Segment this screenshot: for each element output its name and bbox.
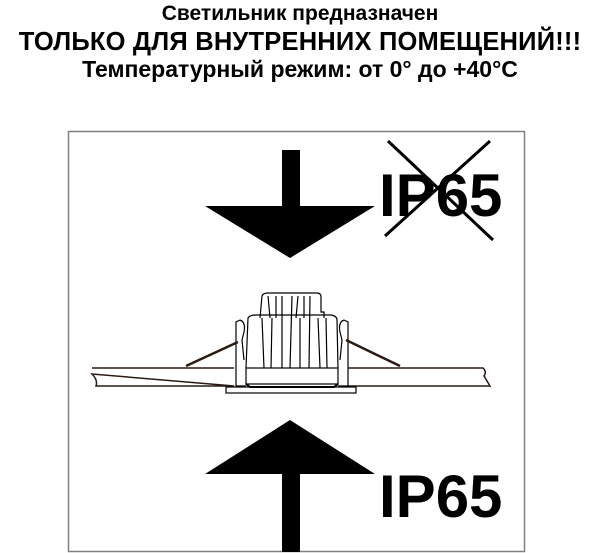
arrow-up-icon	[205, 420, 375, 552]
spring-clips	[185, 338, 401, 368]
heading-line-1: Светильник предназначен	[161, 2, 439, 25]
ip65-top-label: IP65	[379, 162, 502, 229]
cross-out-icon	[383, 139, 495, 242]
downlight-fixture	[225, 292, 357, 394]
heading-line-3: Температурный режим: от 0° до +40°С	[82, 56, 518, 82]
ceiling-panel	[90, 367, 492, 387]
ip65-bottom-label: IP65	[379, 463, 502, 530]
heading-line-2: ТОЛЬКО ДЛЯ ВНУТРЕННИХ ПОМЕЩЕНИЙ!!!	[18, 28, 582, 56]
arrow-down-icon	[205, 150, 375, 258]
